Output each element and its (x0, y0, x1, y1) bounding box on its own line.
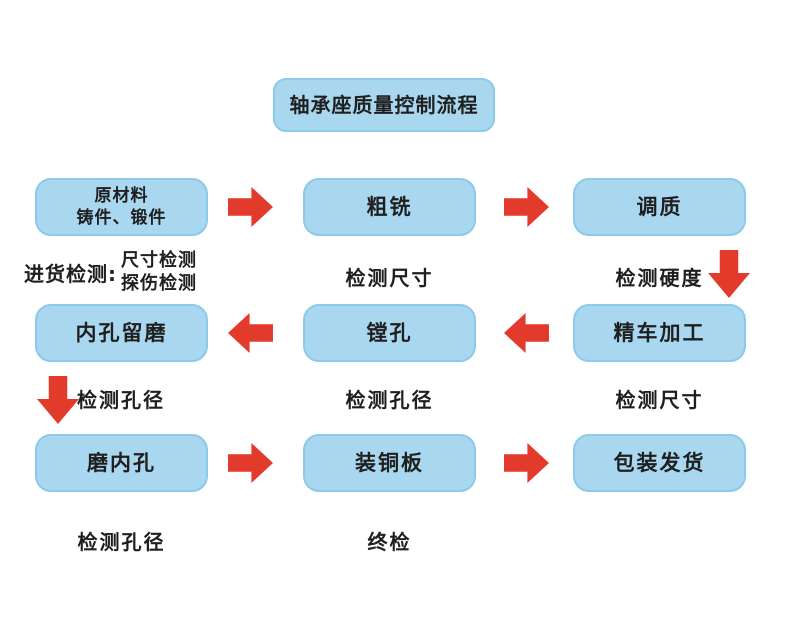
node-raw-material-line2: 铸件、锻件 (76, 208, 167, 228)
node-rough-milling: 粗铣 (303, 178, 476, 236)
node-tempering: 调质 (573, 178, 746, 236)
label-size-inspection-item: 尺寸检测 (121, 250, 197, 271)
label-incoming-inspection-items: 尺寸检测 探伤检测 (121, 249, 197, 295)
arrow-right-icon-r3-1 (228, 443, 273, 483)
label-inspect-bore-row3: 检测孔径 (77, 530, 166, 554)
node-copper-plate: 装铜板 (303, 434, 476, 492)
node-raw-material-line1: 原材料 (94, 186, 149, 206)
node-bore-grinding-allowance: 内孔留磨 (35, 304, 208, 362)
label-inspect-bore-row2-c2: 检测孔径 (345, 388, 434, 412)
node-fine-turning: 精车加工 (573, 304, 746, 362)
label-inspect-hardness: 检测硬度 (615, 266, 704, 290)
arrow-right-icon-r1-2 (504, 187, 549, 227)
arrow-down-icon-after-allowance (37, 376, 79, 424)
label-final-inspection: 终检 (367, 530, 412, 554)
node-grind-inner-hole: 磨内孔 (35, 434, 208, 492)
node-boring: 镗孔 (303, 304, 476, 362)
label-inspect-bore-row2-c1: 检测孔径 (77, 388, 165, 412)
node-packing-shipping: 包装发货 (573, 434, 746, 492)
arrow-left-icon-r2-2 (504, 313, 549, 353)
arrow-right-icon-r1-1 (228, 187, 273, 227)
page-title: 轴承座质量控制流程 (273, 78, 495, 132)
label-incoming-inspection-prefix: 进货检测: (24, 261, 117, 286)
label-incoming-inspection: 进货检测: 尺寸检测 探伤检测 (24, 249, 197, 295)
label-flaw-inspection-item: 探伤检测 (121, 273, 197, 294)
arrow-right-icon-r3-2 (504, 443, 549, 483)
node-raw-material: 原材料 铸件、锻件 (35, 178, 208, 236)
label-inspect-size-row2: 检测尺寸 (615, 388, 704, 412)
label-inspect-size-row1: 检测尺寸 (345, 266, 434, 290)
arrow-left-icon-r2-1 (228, 313, 273, 353)
